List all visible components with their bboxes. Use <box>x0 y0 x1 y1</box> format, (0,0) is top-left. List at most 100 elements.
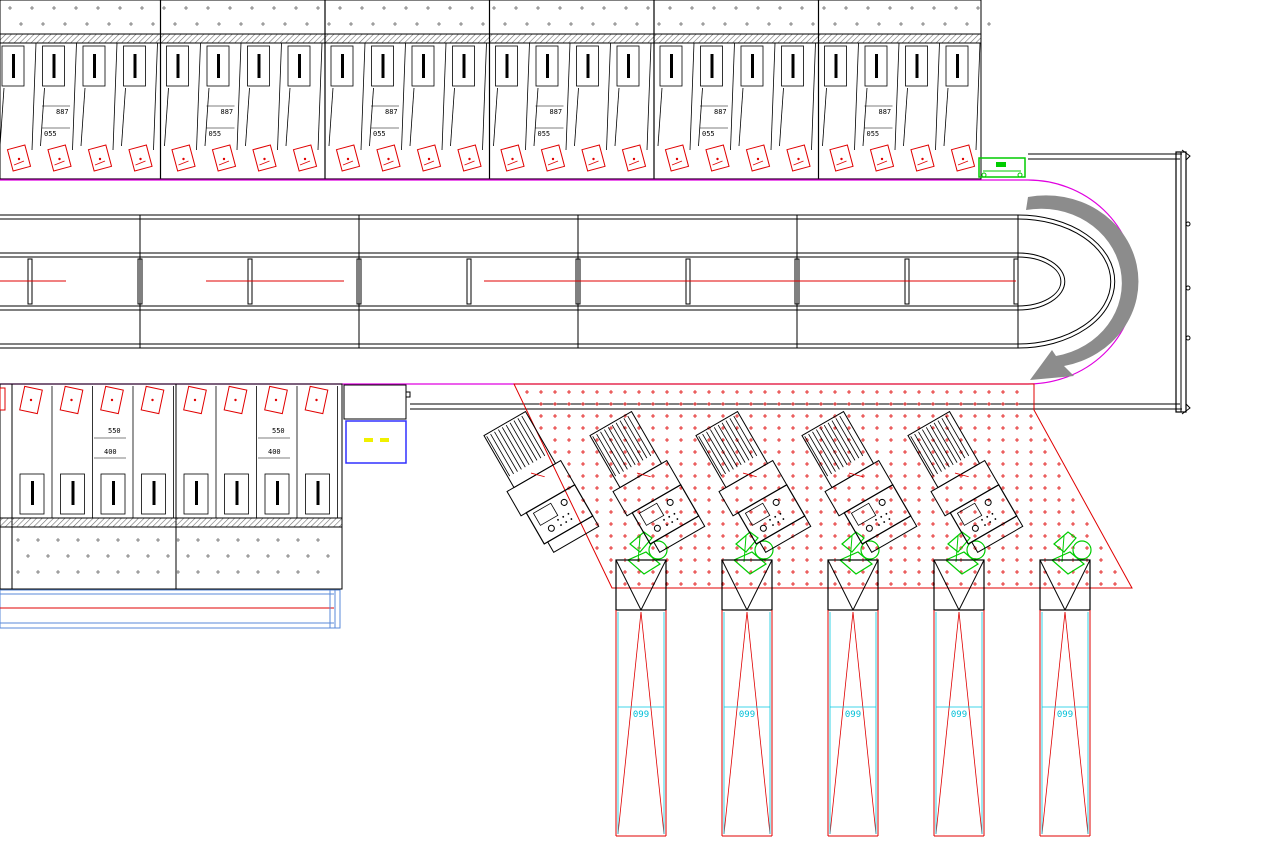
dimension-label: 055 <box>209 130 222 138</box>
red-bin <box>950 144 976 172</box>
outlet-chutes: 099 099 099 099 099 <box>615 559 1091 837</box>
bay-slot <box>19 473 45 515</box>
dimension-label: 550 <box>108 427 121 435</box>
top-walkway <box>0 0 982 35</box>
bottom-storage-area: 550 400 550 400 <box>0 383 343 629</box>
outlet-width-label: 099 <box>633 710 649 720</box>
green-robot-icon <box>626 531 668 575</box>
dimension-label: 055 <box>867 130 880 138</box>
bay-slot <box>616 45 640 87</box>
bay-slot <box>700 45 723 87</box>
top-walkway-markers <box>8 6 991 26</box>
outlet-chute: 099 <box>933 559 985 837</box>
green-sensor <box>978 157 1026 178</box>
conveyor-magenta-outline <box>0 179 1136 385</box>
station-body <box>695 410 812 554</box>
bay-slot <box>411 45 435 87</box>
picking-station <box>483 410 668 575</box>
red-bin <box>621 144 647 172</box>
bay-slot <box>42 45 65 87</box>
dimension-label: 550 <box>272 427 285 435</box>
red-bin <box>183 385 207 415</box>
bay-slot <box>864 45 888 87</box>
flow-direction-arrow-icon <box>1026 195 1139 380</box>
red-bin <box>19 385 43 415</box>
red-bin <box>6 144 32 172</box>
station-body <box>907 410 1024 554</box>
bay-slot <box>206 45 230 87</box>
outlet-chute: 099 <box>721 559 773 837</box>
conveyor-loop <box>0 179 1139 385</box>
station-body <box>483 410 600 554</box>
outlet-chute: 099 <box>827 559 879 837</box>
red-bin <box>581 144 606 172</box>
station-body <box>589 410 706 554</box>
bay-slot <box>287 45 311 87</box>
red-bin <box>786 144 811 172</box>
bay-slot <box>183 473 209 515</box>
outlet-width-label: 099 <box>1057 710 1073 720</box>
red-bin <box>376 144 401 172</box>
red-bin <box>457 144 482 172</box>
picking-station <box>801 410 986 575</box>
dimension-label: 887 <box>56 108 69 116</box>
outlet-chute: 099 <box>615 559 667 837</box>
red-bin <box>100 385 124 415</box>
red-bin <box>264 385 288 415</box>
bay-slot <box>495 45 518 87</box>
dimension-label: 887 <box>550 108 563 116</box>
bay-slot <box>576 45 599 87</box>
conveyor-roller <box>137 258 143 305</box>
outlet-width-label: 099 <box>951 710 967 720</box>
bay-slot <box>247 45 270 87</box>
green-robot-icon <box>732 531 774 575</box>
bottom-walkway <box>0 526 343 590</box>
dimension-label: 400 <box>268 448 281 456</box>
red-bin <box>745 144 771 172</box>
bay-slot <box>535 45 559 87</box>
red-bin <box>211 144 237 172</box>
dimension-label: 887 <box>714 108 727 116</box>
dimension-label: 400 <box>104 448 117 456</box>
conveyor-roller <box>356 258 362 305</box>
red-bin <box>910 144 935 172</box>
red-bin <box>171 144 196 172</box>
bay-slot <box>740 45 764 87</box>
picking-station <box>907 410 1092 575</box>
red-bin <box>869 144 895 172</box>
green-robot-icon <box>1050 531 1092 575</box>
bay-slot <box>452 45 475 87</box>
bay-slot <box>60 473 85 515</box>
red-bin <box>335 144 361 172</box>
bottom-hatched-wall <box>0 517 343 528</box>
bay-slot <box>141 473 166 515</box>
red-bin <box>47 144 72 172</box>
bay-slot <box>100 473 126 515</box>
red-bin <box>664 144 690 172</box>
dimension-label: 887 <box>221 108 234 116</box>
red-bin <box>500 144 525 172</box>
control-box <box>343 384 411 464</box>
bay-slot <box>824 45 847 87</box>
bay-slot <box>224 473 249 515</box>
bay-slot <box>82 45 106 87</box>
top-hatched-wall <box>0 33 982 44</box>
blue-guide-rail <box>0 589 341 629</box>
dimension-label: 055 <box>44 130 57 138</box>
outlet-width-label: 099 <box>739 710 755 720</box>
bottom-walkway-markers <box>16 538 330 574</box>
bay-slot <box>945 45 969 87</box>
red-bin <box>128 144 153 172</box>
bay-slot <box>305 473 330 515</box>
bay-slot <box>371 45 394 87</box>
station-body <box>801 410 918 554</box>
bay-slot <box>166 45 189 87</box>
red-bin <box>304 385 329 415</box>
dimension-label: 055 <box>538 130 551 138</box>
bay-slot <box>330 45 354 87</box>
dimension-label: 055 <box>702 130 715 138</box>
station-area <box>483 383 1133 589</box>
